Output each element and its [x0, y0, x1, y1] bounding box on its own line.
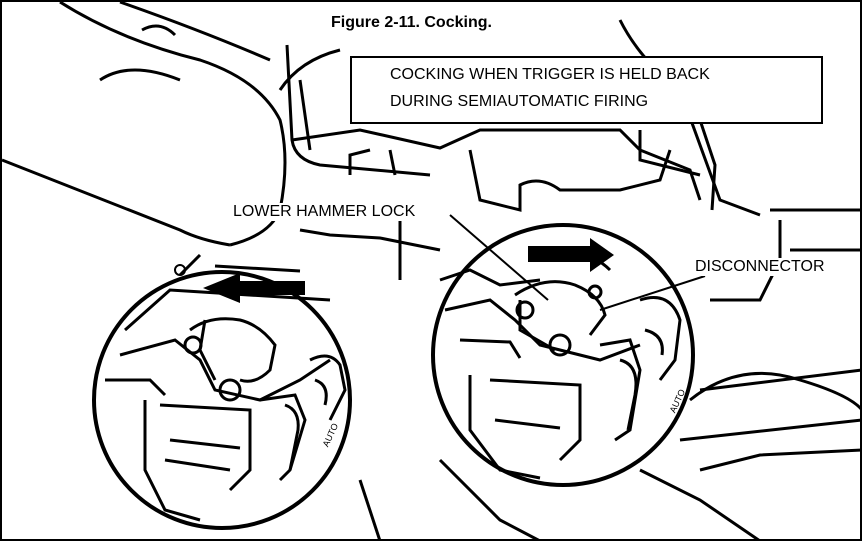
lower-hammer-lock-label: LOWER HAMMER LOCK	[231, 203, 418, 221]
figure-title: Figure 2-11. Cocking.	[331, 14, 492, 31]
leader-lines	[449, 214, 706, 311]
caption-line-2: DURING SEMIAUTOMATIC FIRING	[390, 93, 649, 110]
caption-line-1: COCKING WHEN TRIGGER IS HELD BACK	[390, 66, 710, 83]
disconnector-label: DISCONNECTOR	[693, 258, 827, 276]
right-detail-circle	[431, 223, 695, 487]
right-motion-arrow	[528, 238, 614, 272]
left-motion-arrow	[203, 264, 305, 303]
left-detail-circle	[92, 253, 352, 530]
caption-box: COCKING WHEN TRIGGER IS HELD BACK DURING…	[350, 56, 823, 124]
